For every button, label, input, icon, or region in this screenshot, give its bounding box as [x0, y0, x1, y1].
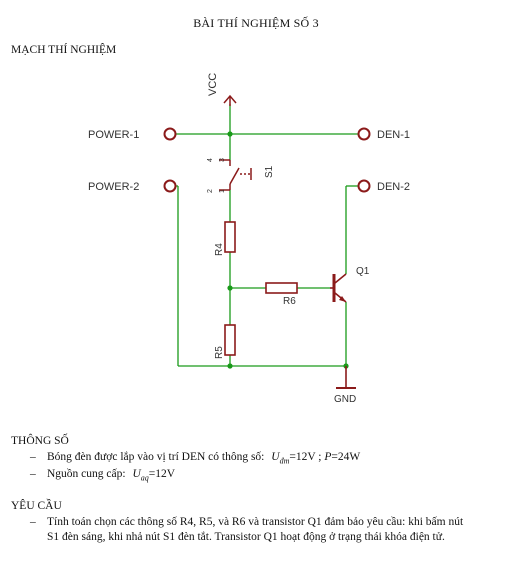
switch-s1 [219, 159, 252, 191]
param-2-text: Nguồn cung cấp: [47, 468, 126, 480]
resistor-r6 [265, 282, 298, 294]
page-title: BÀI THÍ NGHIỆM SỐ 3 [193, 16, 319, 30]
s1-pin2: 2 [207, 189, 214, 193]
param-1-eq: =12V ; [289, 451, 322, 463]
power1-label: POWER-1 [88, 129, 139, 141]
power2-terminal [163, 179, 177, 193]
q1-label: Q1 [356, 266, 370, 277]
junctions [227, 131, 349, 369]
wires [176, 104, 358, 367]
bullet-dash: – [30, 451, 36, 463]
power1-terminal [163, 127, 177, 141]
param-2-u-sub: aq [140, 473, 149, 483]
den2-terminal [357, 179, 371, 193]
vcc-symbol [223, 94, 237, 106]
param-1-p: P [324, 451, 332, 463]
r5-label: R5 [214, 346, 225, 359]
connectors [163, 127, 371, 193]
vcc-label: VCC [207, 73, 219, 96]
bullet-dash: – [30, 468, 36, 480]
s1-pin3: 3 [219, 158, 226, 162]
param-2-eq: =12V [148, 468, 176, 480]
transistor-q1 [330, 273, 347, 303]
den2-label: DEN-2 [377, 181, 410, 193]
section-requirements-heading: YÊU CẦU [11, 500, 62, 512]
den1-label: DEN-1 [377, 129, 410, 141]
requirement-line-2: S1 đèn sáng, khi nhả nút S1 đèn tắt. Tra… [47, 531, 445, 543]
section-circuit-heading: MẠCH THÍ NGHIỆM [11, 44, 117, 56]
r6-label: R6 [283, 296, 296, 307]
param-1-u: U [271, 451, 280, 463]
s1-pin1: 1 [219, 189, 226, 193]
power2-label: POWER-2 [88, 181, 139, 193]
param-1-p-eq: =24W [331, 451, 361, 463]
s1-pin4: 4 [207, 158, 214, 162]
param-1-u-sub: đm [279, 456, 290, 466]
section-params-heading: THÔNG SỐ [11, 435, 69, 447]
gnd-label: GND [334, 394, 356, 405]
r4-label: R4 [214, 243, 225, 256]
param-2-u: U [132, 468, 141, 480]
resistor-r4 [224, 221, 236, 253]
resistor-r5 [224, 324, 236, 356]
requirement-line-1: Tính toán chọn các thông số R4, R5, và R… [47, 516, 464, 528]
q1-emitter-arrow [339, 296, 346, 302]
den1-terminal [357, 127, 371, 141]
bullet-dash: – [30, 516, 36, 528]
circuit-schematic: VCC S1 4 3 2 1 R4 R5 R6 Q1 GND POWER-1 P… [88, 73, 410, 405]
s1-label: S1 [264, 165, 275, 178]
gnd-symbol [336, 366, 356, 389]
param-1-text: Bóng đèn được lắp vào vị trí DEN có thôn… [47, 451, 265, 463]
